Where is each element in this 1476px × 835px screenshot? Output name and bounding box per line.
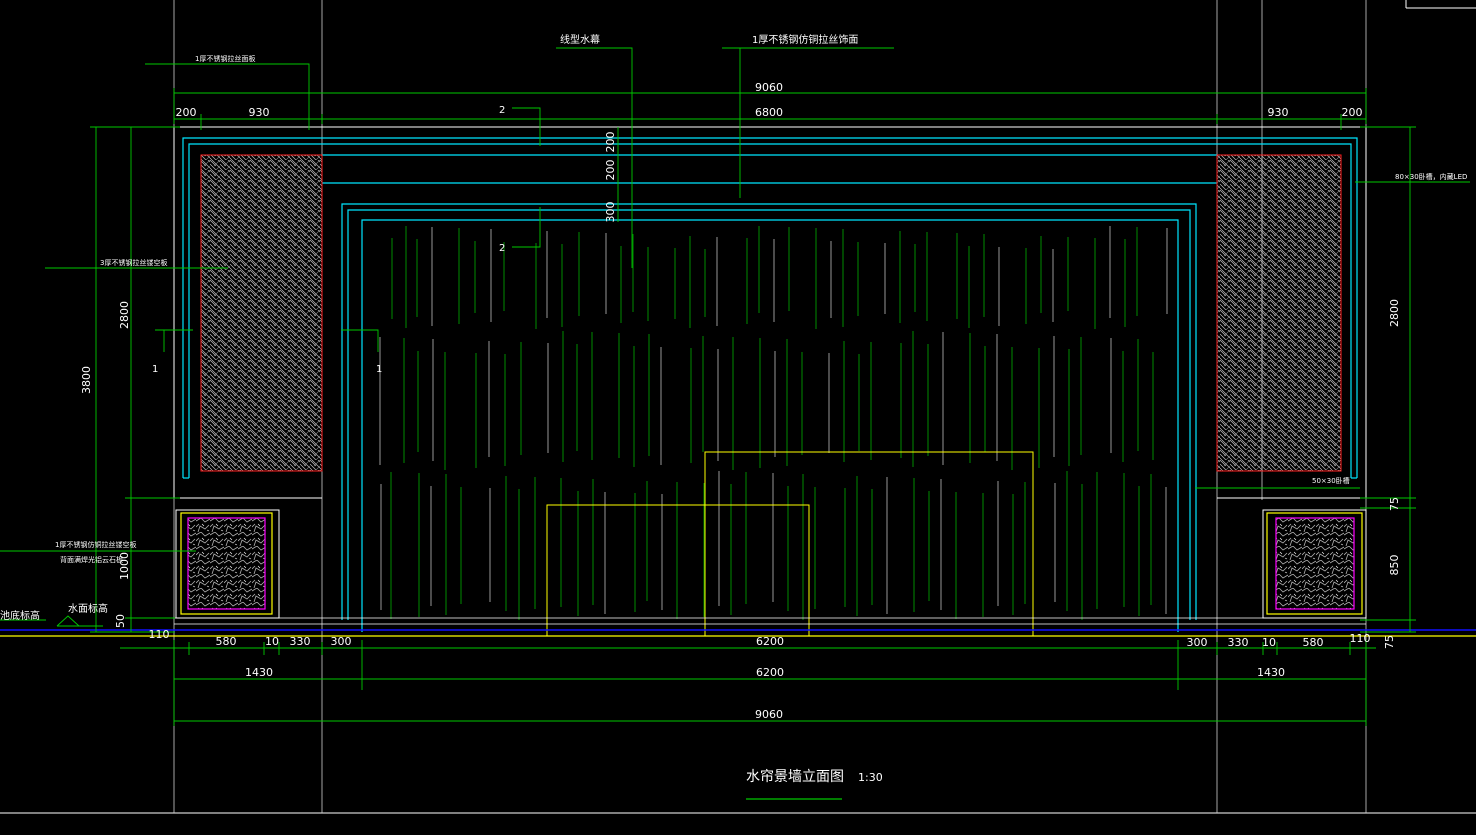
dim-bot-300-right: 300 [1187, 636, 1208, 649]
annotation-notes: 1厚不锈钢拉丝面板 线型水幕 1厚不锈钢仿铜拉丝饰面 3厚不锈钢拉丝镂空板 80… [0, 33, 1467, 622]
dim-left-1000: 1000 [118, 552, 131, 580]
dim-bot-6200-inner: 6200 [756, 635, 784, 648]
left-base-box [175, 509, 280, 619]
dim-left-2800: 2800 [118, 301, 131, 329]
dim-right-75b: 75 [1383, 635, 1396, 649]
note-ground-level: 池底标高 [0, 609, 40, 622]
dim-bot-300-left: 300 [331, 635, 352, 648]
dim-vert-200a: 200 [604, 160, 617, 181]
dim-left-3800: 3800 [80, 366, 93, 394]
right-decor-panel [1216, 154, 1342, 472]
dim-vert-300: 300 [604, 202, 617, 223]
dim-right-2800: 2800 [1388, 299, 1401, 327]
drawing-title-block: 水帘景墙立面图 1:30 [746, 769, 883, 800]
dim-bot-330-right: 330 [1228, 636, 1249, 649]
water-level-lines [0, 617, 1476, 637]
water-steps [546, 451, 1034, 637]
note-top-center: 1厚不锈钢仿铜拉丝饰面 [752, 33, 858, 46]
frame-bands [182, 137, 1358, 632]
left-decor-panel [200, 154, 323, 472]
dim-row3-9060: 9060 [755, 708, 783, 721]
wall-outline [173, 126, 1367, 499]
note-left-mid: 3厚不锈钢拉丝镂空板 [100, 258, 167, 267]
note-water-level: 水面标高 [68, 602, 108, 615]
dim-bot-10-right: 10 [1262, 636, 1276, 649]
dim-bot-110-right: 110 [1350, 632, 1371, 645]
dim-row2-6200: 6200 [756, 666, 784, 679]
note-right-bottom: 50×30卧槽 [1312, 476, 1350, 485]
right-base-box [1262, 509, 1367, 619]
note-base-panel-line1: 1厚不锈钢仿铜拉丝镂空板 [55, 540, 136, 549]
dim-top-200-left: 200 [176, 106, 197, 119]
construction-lines [173, 0, 1367, 813]
callout-1-right: 1 [376, 364, 382, 375]
dim-top-930-left: 930 [249, 106, 270, 119]
dim-bot-330-left: 330 [290, 635, 311, 648]
drawing-title: 水帘景墙立面图 [746, 769, 844, 785]
dim-top-930-right: 930 [1268, 106, 1289, 119]
water-curtain-lines [379, 226, 1168, 620]
dim-vert-200b: 200 [604, 132, 617, 153]
drawing-scale: 1:30 [858, 771, 883, 784]
dim-bot-580-left: 580 [216, 635, 237, 648]
dim-top-6800: 6800 [755, 106, 783, 119]
dim-top-200-right: 200 [1342, 106, 1363, 119]
note-base-panel-line2: 背面满焊光铝云石板 [60, 555, 123, 564]
note-water-curtain: 线型水幕 [560, 33, 600, 46]
dimension-lines [0, 47, 1470, 726]
dim-right-75a: 75 [1388, 497, 1401, 511]
dim-row2-1430-right: 1430 [1257, 666, 1285, 679]
note-right-top: 80×30卧槽，内藏LED [1395, 172, 1467, 181]
dim-left-50: 50 [114, 614, 127, 628]
dim-right-850: 850 [1388, 555, 1401, 576]
dim-top-overall: 9060 [755, 81, 783, 94]
note-top-left: 1厚不锈钢拉丝面板 [195, 54, 255, 63]
callout-1-left: 1 [152, 364, 158, 375]
dim-bot-580-right: 580 [1303, 636, 1324, 649]
dim-row2-1430-left: 1430 [245, 666, 273, 679]
callout-2-top: 2 [499, 105, 505, 116]
dimension-labels: 9060 200 930 6800 930 200 300 200 200 38… [80, 81, 1401, 721]
dim-bot-110-left: 110 [149, 628, 170, 641]
sheet-frame [0, 0, 1476, 814]
callout-2-bottom: 2 [499, 243, 505, 254]
dim-bot-10-left: 10 [265, 635, 279, 648]
